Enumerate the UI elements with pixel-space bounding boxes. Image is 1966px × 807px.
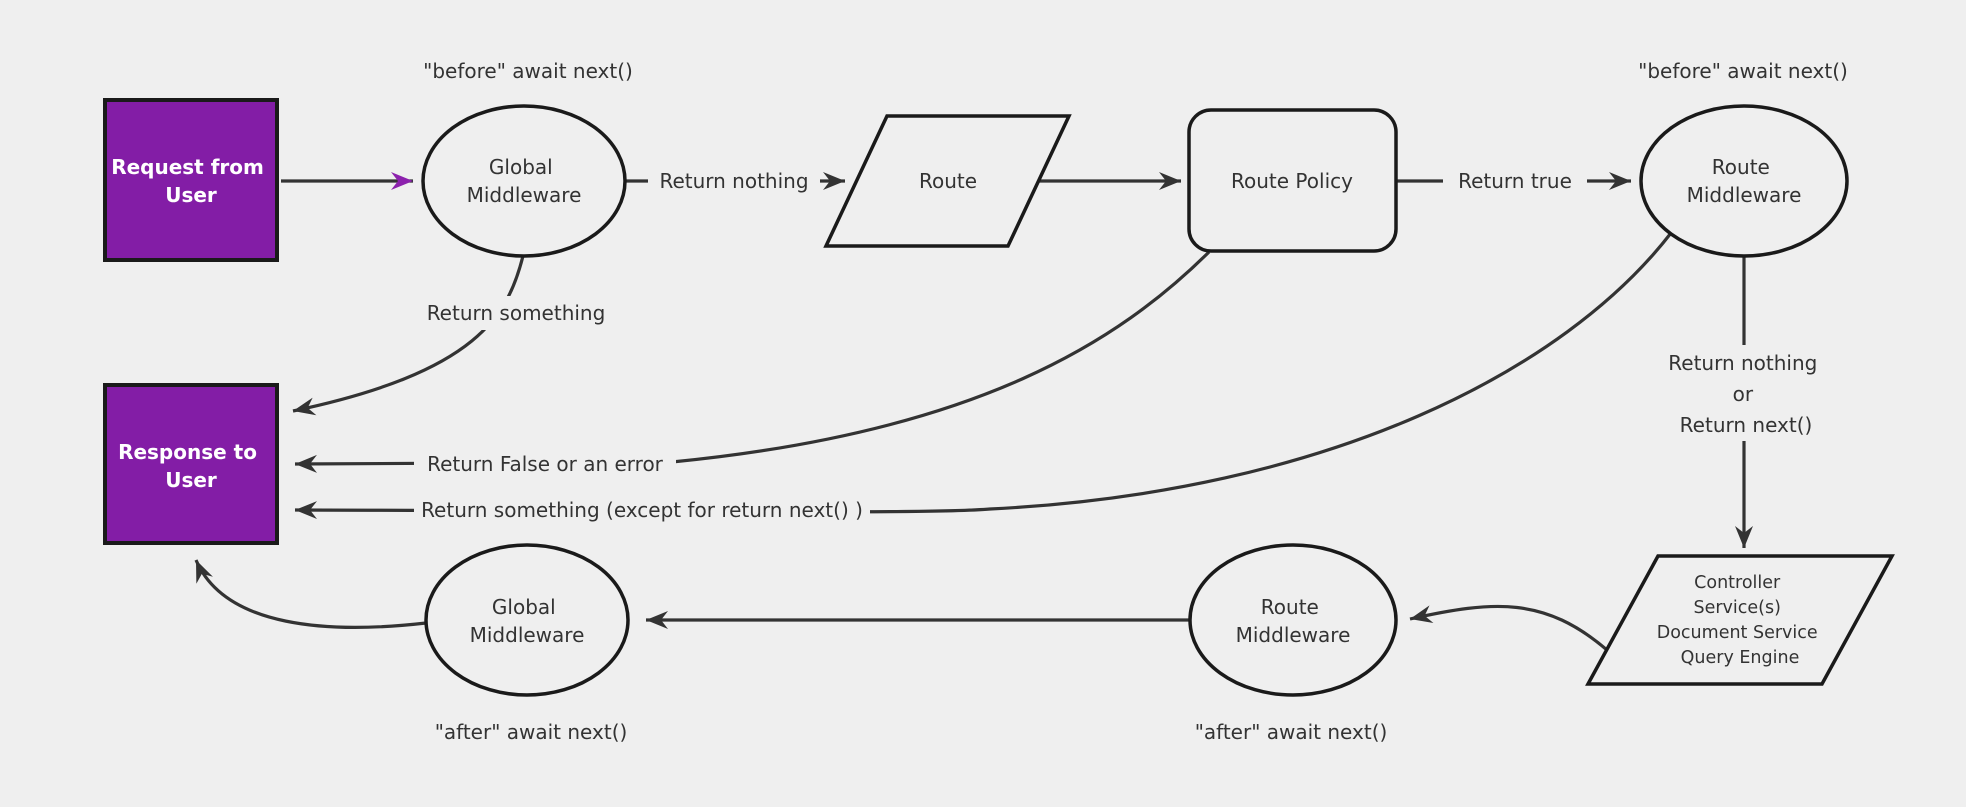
- node-route-middleware-top: Route Middleware: [1639, 104, 1849, 258]
- edge-label-return-true: Return true: [1443, 164, 1587, 198]
- node-label: Route Middleware: [1687, 155, 1802, 207]
- edge-global-mw-return-something: [292, 255, 525, 416]
- route-parallelogram: [823, 114, 1072, 248]
- node-label: Global Middleware: [470, 595, 585, 647]
- node-request-from-user: Request from User: [103, 98, 279, 262]
- edge-label-text: Return something: [427, 301, 606, 325]
- edge-label-text: Return true: [1458, 169, 1572, 193]
- node-label: Global Middleware: [467, 155, 582, 207]
- node-label: Request from User: [111, 155, 271, 207]
- route-mw-top-ellipse: [1639, 104, 1849, 258]
- edge-label-before-await-left: "before" await next(): [423, 59, 633, 83]
- label-bg: [414, 493, 870, 527]
- node-label: Route Policy: [1231, 169, 1353, 193]
- edge-controller-to-route-mw-bottom: [1409, 604, 1609, 652]
- node-response-to-user: Response to User: [103, 383, 279, 545]
- edge-label-text: "before" await next(): [1638, 59, 1848, 83]
- edge-label-return-nothing: Return nothing: [648, 164, 820, 198]
- node-global-middleware-top: Global Middleware: [421, 104, 627, 258]
- edge-label-return-false-or-error: Return False or an error: [414, 447, 676, 481]
- edge-global-mw-bottom-to-response: [194, 559, 427, 629]
- label-bg: [648, 164, 820, 198]
- global-mw-top-ellipse: [421, 104, 627, 258]
- edge-label-text: Return False or an error: [427, 452, 664, 476]
- node-label: Response to User: [118, 440, 264, 492]
- edge-label-after-await-right: "after" await next(): [1195, 720, 1388, 744]
- global-mw-bottom-ellipse: [424, 543, 630, 697]
- edge-label-return-nothing-or-next: Return nothing or Return next(): [1648, 345, 1844, 441]
- request-box: [103, 98, 279, 262]
- edge-label-text: "after" await next(): [435, 720, 628, 744]
- edge-label-before-await-right: "before" await next(): [1638, 59, 1848, 83]
- response-box: [103, 383, 279, 545]
- node-controller-services: Controller Service(s) Document Service Q…: [1585, 554, 1895, 686]
- controller-parallelogram: [1585, 554, 1895, 686]
- node-label: Controller Service(s) Document Service Q…: [1657, 573, 1823, 668]
- edge-label-text: Return nothing or Return next(): [1668, 351, 1823, 437]
- edge-label-return-something: Return something: [416, 296, 616, 330]
- node-route-middleware-bottom: Route Middleware: [1188, 543, 1398, 697]
- label-bg: [1648, 345, 1844, 441]
- label-bg: [414, 447, 676, 481]
- edge-label-after-await-left: "after" await next(): [435, 720, 628, 744]
- edge-label-text: "before" await next(): [423, 59, 633, 83]
- edge-label-return-something-except: Return something (except for return next…: [414, 493, 870, 527]
- edge-route-policy-return-false: [294, 250, 1211, 473]
- edge-label-text: Return nothing: [659, 169, 808, 193]
- route-mw-bottom-ellipse: [1188, 543, 1398, 697]
- label-bg: [416, 296, 616, 330]
- route-policy-rect: [1187, 108, 1398, 253]
- edge-label-text: Return something (except for return next…: [421, 498, 863, 522]
- node-label: Route Middleware: [1236, 595, 1351, 647]
- node-label: Route: [919, 169, 977, 193]
- label-bg: [1443, 164, 1587, 198]
- node-route: Route: [823, 114, 1072, 248]
- node-global-middleware-bottom: Global Middleware: [424, 543, 630, 697]
- node-route-policy: Route Policy: [1187, 108, 1398, 253]
- edge-label-text: "after" await next(): [1195, 720, 1388, 744]
